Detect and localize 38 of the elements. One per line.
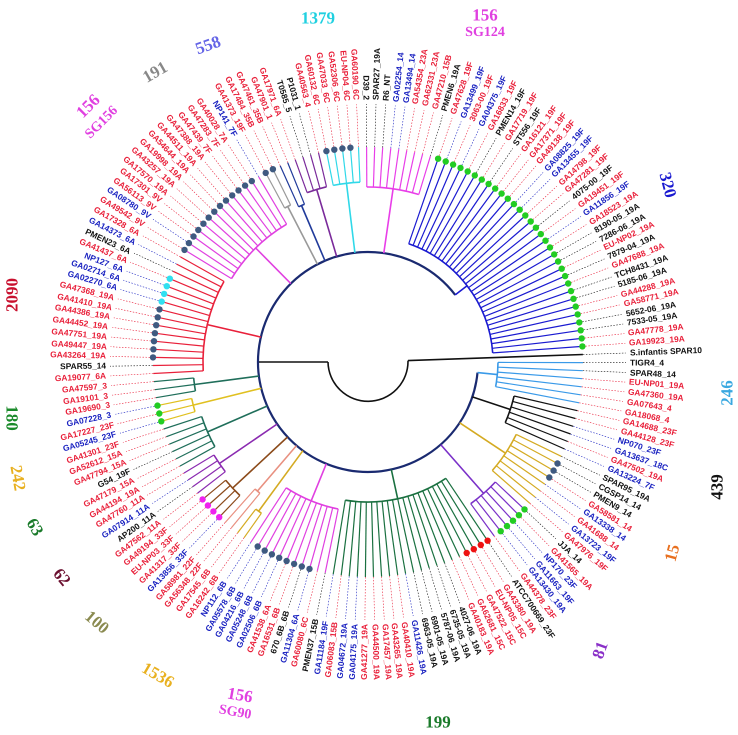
strain-label: GA17457_19A — [380, 623, 393, 680]
clade-label: 1379 — [301, 10, 335, 26]
clade-label: 180 — [4, 405, 20, 431]
clade-label: 15 — [662, 542, 682, 564]
strain-label: S.infantis SPAR10 — [630, 346, 702, 358]
clade-label: 199 — [425, 714, 451, 730]
clade-label: 320 — [656, 170, 680, 200]
strain-label: D39_2 — [362, 75, 371, 100]
clade-label: 558 — [193, 32, 223, 58]
clade-label: 156 — [226, 684, 254, 706]
clade-label: 100 — [82, 607, 112, 637]
clade-label: 62 — [50, 565, 74, 589]
strain-label: GA19923_19A — [628, 334, 686, 348]
strain-label: GA41277_19A — [360, 624, 370, 680]
strain-label: GA44500_19A — [370, 624, 381, 680]
strain-label: GA19077_6A — [55, 372, 107, 384]
clade-label: 156 — [472, 6, 498, 24]
clade-label: 63 — [23, 515, 47, 539]
clade-label: 242 — [7, 464, 29, 492]
clade-label: SG90 — [218, 703, 252, 723]
strain-label: GA43264_19A — [50, 350, 106, 361]
strain-label: SPAR48_14 — [630, 368, 676, 379]
clade-label: 439 — [708, 474, 726, 500]
strain-label: GA49447_19A — [50, 338, 107, 351]
clade-label: 2090 — [4, 278, 20, 312]
strain-label: GA47597_3 — [62, 381, 108, 394]
strain-label: R6_NT — [381, 74, 392, 101]
strain-label: GA60190_6C — [350, 48, 361, 100]
clade-label: 1536 — [139, 659, 177, 691]
strain-label: SPAR55_14 — [60, 362, 106, 372]
clade-label: 191 — [140, 58, 170, 86]
strain-label: GA04672_19A — [336, 622, 350, 680]
strain-label: SPAR27_19A — [372, 48, 382, 100]
clade-label: SG124 — [465, 26, 505, 40]
strain-label: GA04175_19A — [348, 623, 360, 680]
clade-label: 81 — [589, 639, 611, 661]
clade-label: 246 — [718, 380, 736, 406]
strain-label: TIGR4_4 — [630, 358, 664, 368]
